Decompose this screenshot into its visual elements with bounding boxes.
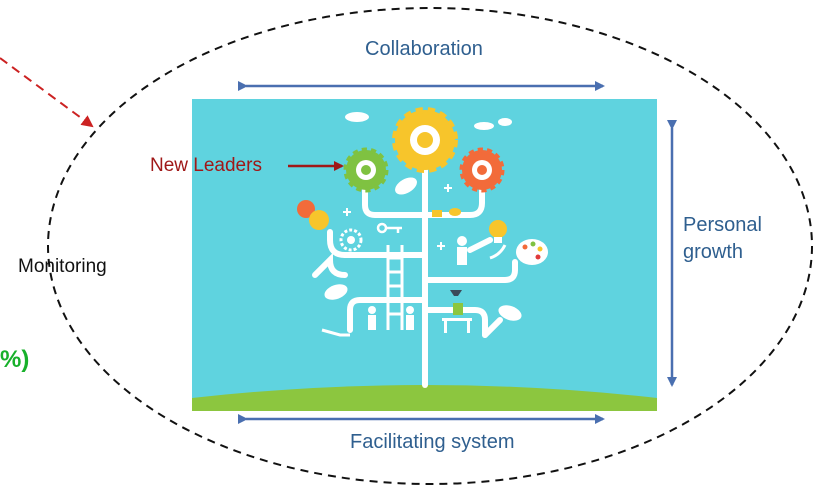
- gear-icon: [459, 147, 505, 193]
- collaboration-label: Collaboration: [365, 38, 483, 60]
- monitoring-ellipse: [47, 7, 813, 485]
- monitoring-label: Monitoring: [18, 256, 107, 277]
- grass-hill: [192, 385, 657, 411]
- dashed-pointer-arrow: [0, 57, 94, 128]
- cropped-fragment-text: %): [0, 346, 30, 373]
- lightbulb-icon: [489, 220, 507, 243]
- personal-growth-label: Personal growth: [683, 212, 762, 266]
- growth-tree-illustration: [192, 99, 657, 411]
- palette-icon: [516, 239, 548, 265]
- ladder-icon: [386, 245, 404, 330]
- personal-growth-line2: growth: [683, 241, 744, 263]
- key-icon: [376, 222, 402, 234]
- person-icon: [368, 236, 467, 330]
- new-leaders-label: New Leaders: [150, 155, 262, 176]
- personal-growth-line1: Personal: [683, 214, 762, 236]
- cloud-icon: [345, 112, 512, 130]
- speech-bubble-icon: [297, 200, 329, 230]
- leaf-icon: [324, 177, 522, 321]
- gear-icon: [343, 147, 389, 193]
- gear-icon: [392, 107, 458, 173]
- gear-icon: [339, 228, 363, 252]
- facilitating-system-label: Facilitating system: [350, 431, 515, 453]
